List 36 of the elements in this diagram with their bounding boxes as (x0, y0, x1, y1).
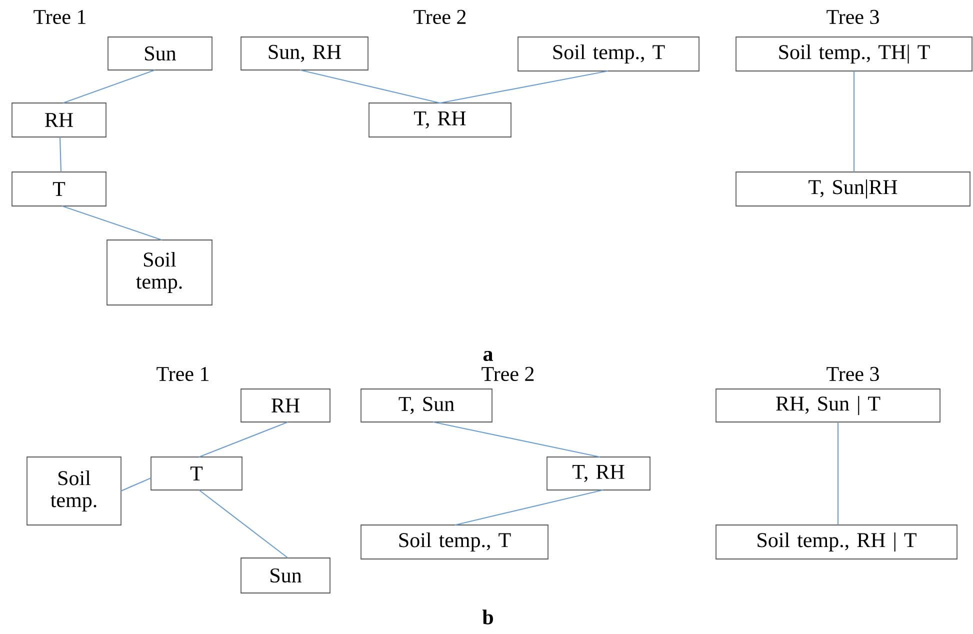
connector-line (120, 478, 152, 492)
node-box: T, Sun (360, 388, 492, 422)
connector-line (300, 69, 440, 104)
node-box: Soil temp. (26, 456, 122, 526)
node-box: Sun, RH (240, 36, 368, 70)
tree-title: Tree 2 (414, 10, 466, 24)
connector-line (198, 490, 288, 558)
node-box: Soil temp., TH| T (736, 36, 972, 72)
node-box: Soil temp. (106, 240, 212, 306)
tree-title: Tree 1 (34, 10, 86, 24)
tree-title: Tree 1 (156, 366, 208, 382)
connector-line (59, 136, 62, 172)
node-box: RH (12, 102, 106, 138)
node-box: Soil temp., T (360, 524, 548, 560)
node-box: T (150, 456, 242, 490)
node-box: T, RH (546, 456, 650, 490)
connector-line (62, 69, 156, 104)
node-box: T, Sun|RH (736, 172, 970, 206)
node-box: Sun (108, 36, 212, 70)
connector-line (62, 205, 162, 241)
node-box: RH (240, 388, 330, 422)
connector-line (198, 421, 288, 458)
node-box: T (12, 172, 106, 206)
node-box: Soil temp., T (518, 36, 700, 72)
panel-letter: b (482, 610, 493, 624)
connector-line (432, 421, 600, 458)
panel-letter: a (483, 350, 493, 362)
connector-line (440, 70, 608, 104)
tree-title: Tree 2 (482, 366, 534, 382)
connector-line (454, 489, 604, 526)
connector-line (837, 422, 839, 525)
node-box: Soil temp., RH | T (716, 524, 958, 560)
node-box: Sun (240, 558, 330, 594)
node-box: T, RH (368, 102, 512, 138)
node-box: RH, Sun | T (716, 388, 940, 422)
connector-line (853, 71, 855, 172)
